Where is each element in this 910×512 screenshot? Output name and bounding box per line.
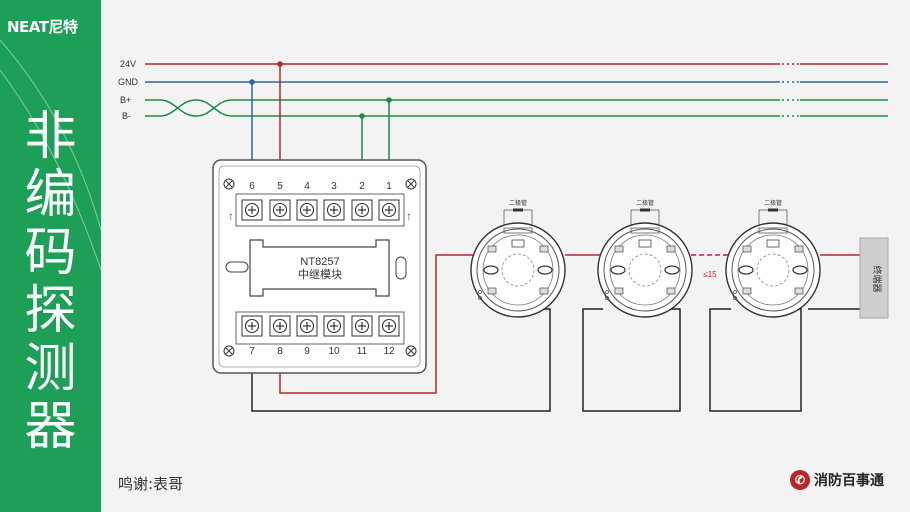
title-char: 探 [24, 281, 77, 341]
credit-text: 鸣谢:表哥 [118, 475, 184, 493]
terminal-label: 5 [277, 181, 283, 192]
title-char: 编 [24, 165, 77, 225]
relay-module: ↑ ↑ 6 5 4 3 2 1 7 8 9 10 11 12 NT8257 中继… [212, 159, 427, 374]
fire-logo-icon: ✆ [790, 470, 810, 490]
mounting-slot [395, 256, 407, 280]
terminal-label: 12 [383, 346, 395, 357]
terminal-label: 9 [304, 346, 310, 357]
terminal-label: 7 [249, 346, 255, 357]
detector: 二极管 [596, 199, 694, 319]
title-char: 测 [24, 339, 77, 399]
diode-label: 二极管 [764, 199, 782, 207]
detector: 二极管 [724, 199, 822, 319]
sidebar: NEAT尼特 非 编 码 探 测 器 [0, 0, 101, 512]
footer-logo-text: 消防百事通 [814, 473, 884, 489]
module-label-plate [249, 239, 390, 297]
module-model: NT8257 [300, 256, 339, 268]
module-name: 中继模块 [298, 268, 342, 281]
terminator-label: 终端器 [872, 265, 883, 292]
line-b-plus [145, 99, 888, 117]
title-char: 非 [24, 107, 77, 167]
detector: 二极管 [469, 199, 567, 319]
arrow-up-icon: ↑ [228, 209, 234, 223]
page-title: 非 编 码 探 测 器 [0, 108, 101, 456]
spacing-label: ≤15 [703, 270, 717, 279]
terminal-label: 11 [357, 346, 368, 357]
terminal-label: 10 [328, 346, 340, 357]
line-break-dots [782, 63, 800, 117]
terminal-label: 1 [386, 181, 392, 192]
label-24v: 24V [120, 59, 136, 69]
terminal-label: 2 [359, 181, 365, 192]
label-b-plus: B+ [120, 95, 131, 105]
line-break-gap [780, 58, 800, 122]
label-gnd: GND [118, 77, 139, 87]
brand-logo: NEAT尼特 [7, 18, 78, 36]
terminator: 终端器 [859, 237, 889, 319]
terminal-label: 4 [304, 181, 310, 192]
terminal-label: 3 [331, 181, 337, 192]
mounting-slot [225, 261, 249, 273]
diode-label: 二极管 [636, 199, 654, 207]
bus-lines: 24V GND B+ B- [118, 58, 888, 122]
label-b-minus: B- [122, 111, 131, 121]
title-char: 码 [24, 223, 77, 283]
footer-logo: ✆ 消防百事通 [790, 470, 884, 490]
top-terminal-block [235, 193, 405, 227]
terminal-label: 8 [277, 346, 283, 357]
drop-wires [249, 61, 392, 175]
arrow-up-icon: ↑ [406, 209, 412, 223]
terminal-label: 6 [249, 181, 255, 192]
line-b-minus [145, 99, 888, 117]
sidebar-decor-lines [0, 39, 101, 271]
title-char: 器 [24, 397, 77, 457]
diode-label: 二极管 [509, 199, 527, 207]
bottom-terminal-block [235, 311, 405, 345]
